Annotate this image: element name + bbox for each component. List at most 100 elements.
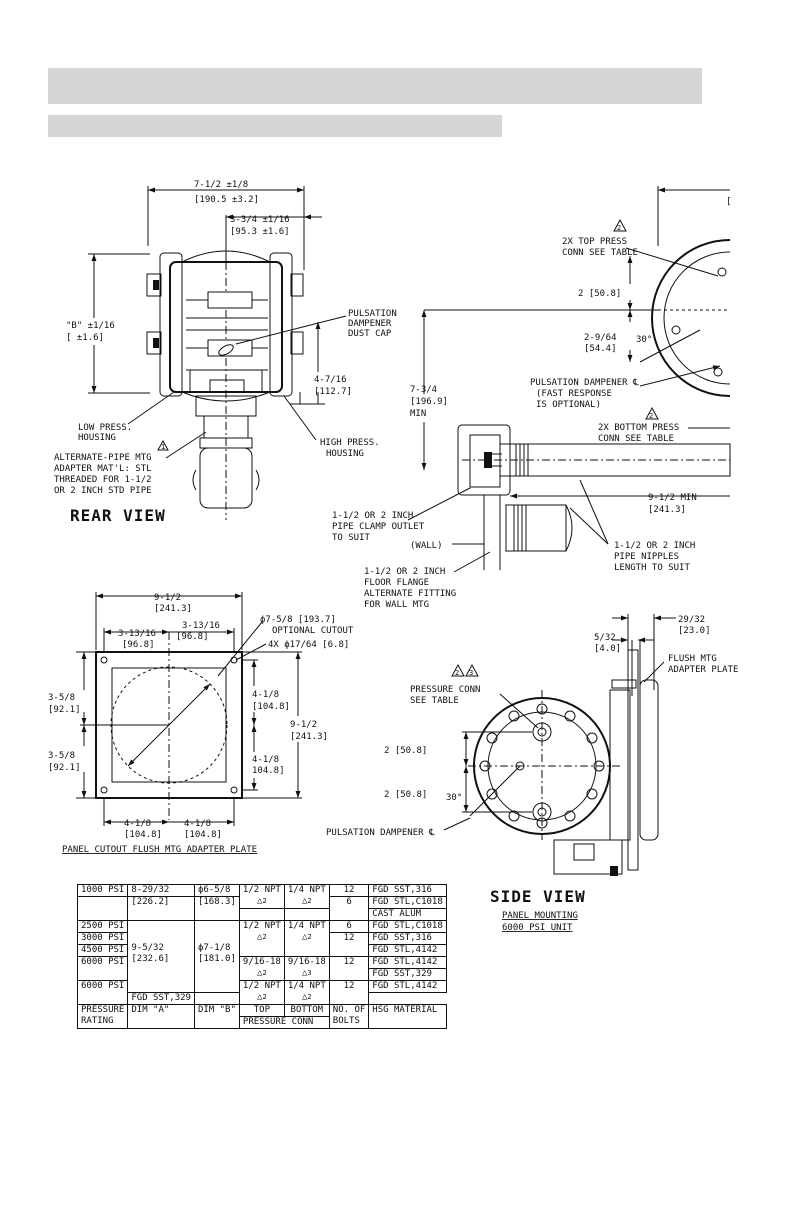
plate-dim-31316-b-mm: [96.8] — [176, 632, 209, 642]
header-dimb: DIM "B" — [193, 1004, 240, 1029]
clamp-label-1: 1-1/2 OR 2 INCH — [332, 511, 413, 521]
header-rating-2: RATING — [81, 1016, 114, 1026]
plate-dim-358-b: 3-5/8 — [48, 751, 75, 761]
clamp-label-3: TO SUIT — [332, 533, 371, 543]
plate-dim-31316-a: 3-13/16 — [118, 629, 156, 639]
floor-label-3: ALTERNATE FITTING — [364, 589, 456, 599]
cell-mat-1000a: FGD SST,316 — [368, 884, 447, 897]
side-dim-2a: 2 [50.8] — [384, 746, 427, 756]
side-flag-3: 3 — [469, 669, 473, 677]
flag-triangle-icon: △ — [257, 932, 263, 942]
cell-dima-group: 9-5/32[232.6] — [127, 920, 195, 993]
low-housing-label-2: HOUSING — [78, 433, 116, 443]
cell-empty — [283, 908, 330, 921]
adapter-label-1: ALTERNATE-PIPE MTG — [54, 453, 152, 463]
nipples-label-3: LENGTH TO SUIT — [614, 563, 690, 573]
cell-mat-6000b1: FGD STL,4142 — [368, 980, 447, 993]
cell-bolts-3000: 12 — [328, 932, 370, 957]
rear-dim-width-mm: [190.5 ±3.2] — [194, 195, 259, 205]
side-angle: 30° — [446, 793, 462, 803]
plate-dim-912: 9-1/2 — [154, 593, 181, 603]
pipe-mount-view: [ 2 [50.8] 2-9/64 [54.4] 30° 2X TOP PRES… — [332, 186, 731, 610]
cell-bottom-6000b-flag: 2 — [307, 993, 312, 1001]
cell-top-6000b-flag: 2 — [262, 993, 267, 1001]
plate-dim-912-mm: [241.3] — [154, 604, 192, 614]
cell-rating-2500: 2500 PSI — [76, 920, 129, 933]
rear-dim-width: 7-1/2 ±1/8 — [194, 180, 248, 190]
plate-dim-31316-a-mm: [96.8] — [122, 640, 155, 650]
cell-mat-6000a2: FGD SST,329 — [368, 968, 447, 981]
pipe-angle: 30° — [636, 335, 652, 345]
rear-dim-b-mm: [ ±1.6] — [66, 333, 104, 343]
plate-dim-912-v: 9-1/2 — [290, 720, 317, 730]
rear-cap-label-2: DAMPENER — [348, 319, 392, 329]
cell-dimb-mm: [181.0] — [197, 954, 236, 964]
pipe-dim-912-min: 9-1/2 MIN — [648, 493, 697, 503]
header-rating-1: PRESSURE — [81, 1005, 125, 1015]
rear-cap-label-1: PULSATION — [348, 309, 397, 319]
nipples-label-2: PIPE NIPPLES — [614, 552, 679, 562]
table-row: 1000 PSI 8-29/32 ϕ6-5/8 1/2 NPT△2 1/4 NP… — [76, 884, 447, 909]
cell-bolts-2500: 6 — [328, 920, 370, 933]
cell-dimb-group: ϕ7-1/8[181.0] — [193, 920, 240, 993]
pipe-dim-2964-mm: [54.4] — [584, 344, 617, 354]
cell-bottom-2500: 1/4 NPT△2 — [283, 920, 330, 957]
cell-top-2500: 1/2 NPT△2 — [238, 920, 285, 957]
note-flag-triangle — [157, 439, 169, 451]
rear-dim-half-mm: [95.3 ±1.6] — [230, 227, 290, 237]
flag-triangle-icon: △ — [301, 992, 308, 1002]
top-conn-label-1: 2X TOP PRESS — [562, 237, 627, 247]
cell-bolts-1000b: 6 — [328, 896, 370, 921]
floor-label-2: FLOOR FLANGE — [364, 578, 429, 588]
table-row: 6000 PSI 1/2 NPT△2 1/4 NPT△2 12 FGD STL,… — [76, 980, 447, 1005]
plate-holes: 4X ϕ17/64 [6.8] — [268, 640, 349, 650]
cell-bolts-6000a: 12 — [328, 956, 370, 981]
header-bolts-1: NO. OF — [332, 1005, 366, 1015]
bottom-conn-flag: 2 — [649, 412, 653, 420]
table-row: [226.2] [168.3] 6 FGD STL,C1018 — [76, 896, 447, 921]
header-dima: DIM "A" — [127, 1004, 195, 1029]
cell-dimb-1000-in: ϕ6-5/8 — [197, 885, 231, 895]
cell-bolts-6000b: 12 — [328, 980, 370, 1005]
rear-dim-height: 4-7/16 — [314, 375, 347, 385]
plate-dim-418-b: 4-1/8 — [252, 755, 279, 765]
cell-dimb-1000-mm: [168.3] — [193, 896, 240, 921]
header-top: TOP — [238, 1004, 285, 1017]
side-flag-2: 2 — [455, 669, 459, 677]
side-subtitle-1: PANEL MOUNTING — [502, 911, 578, 921]
side-view: 29/32 [23.0] 5/32 [4.0] FLUSH MTG ADAPTE… — [326, 614, 738, 933]
plate-dim-418-a-mm: [104.8] — [252, 702, 290, 712]
floor-label-1: 1-1/2 OR 2 INCH — [364, 567, 445, 577]
side-dim-532: 5/32 — [594, 633, 616, 643]
floor-label-4: FOR WALL MTG — [364, 600, 429, 610]
cell-top-6000a: 9/16-18△2 — [238, 956, 285, 981]
side-view-title: SIDE VIEW — [490, 887, 586, 906]
pipe-cl-label-3: IS OPTIONAL) — [536, 400, 601, 410]
header-material: HSG MATERIAL — [368, 1004, 447, 1029]
note-flag-number: 1 — [161, 443, 165, 451]
side-dim-532-mm: [4.0] — [594, 644, 621, 654]
cell-bottom-6000a: 9/16-18△3 — [283, 956, 330, 981]
header-bottom: BOTTOM — [283, 1004, 330, 1017]
cell-top-6000b: 1/2 NPT△2 — [238, 980, 285, 1005]
flush-plate-label-2: ADAPTER PLATE — [668, 665, 738, 675]
subheader-bar — [48, 115, 502, 137]
cell-mat-4500: FGD STL,4142 — [368, 944, 447, 957]
cell-bottom-1000: 1/4 NPT△2 — [283, 884, 330, 909]
table-row: 3000 PSI 12 FGD SST,316 — [76, 932, 447, 957]
cell-bottom-1000-txt: 1/4 NPT — [287, 885, 326, 895]
rear-view: 7-1/2 ±1/8 [190.5 ±3.2] 3-3/4 ±1/16 [95.… — [54, 180, 397, 525]
plate-cutout-dim: ϕ7-5/8 [193.7] — [260, 615, 336, 625]
cell-mat-3000: FGD SST,316 — [368, 932, 447, 945]
cell-mat-6000a1: FGD STL,4142 — [368, 956, 447, 969]
flag-triangle-icon: △ — [257, 968, 263, 978]
cell-top-6000b-txt: 1/2 NPT — [242, 981, 281, 991]
plate-dim-418-d-mm: [104.8] — [184, 830, 222, 840]
cell-bottom-6000b: 1/4 NPT△2 — [283, 980, 330, 1005]
plate-dim-418-c: 4-1/8 — [124, 819, 151, 829]
pressure-conn-label-1: PRESSURE CONN — [410, 685, 480, 695]
cell-bolts-1000a: 12 — [328, 884, 370, 897]
header-pressure-conn: PRESSURE CONN — [238, 1016, 330, 1029]
rear-dim-b: "B" ±1/16 — [66, 321, 115, 331]
flag-triangle-icon: △ — [301, 932, 308, 942]
